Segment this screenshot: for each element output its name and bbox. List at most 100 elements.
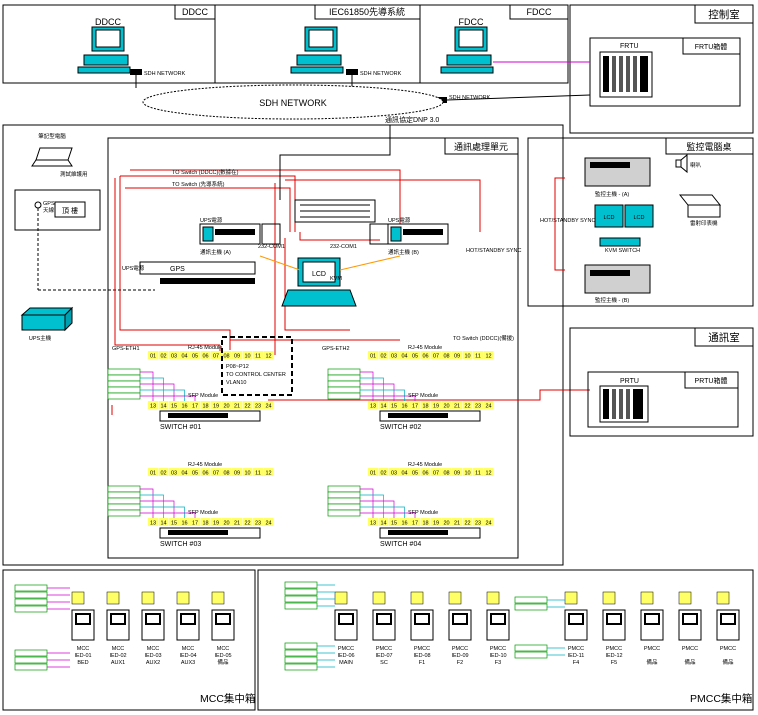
hot-standby: HOT/STANDBY SYNC bbox=[466, 248, 521, 254]
port-number: 05 bbox=[412, 354, 418, 360]
port-number: 07 bbox=[213, 471, 219, 477]
port-cell bbox=[169, 468, 179, 476]
port-number: 08 bbox=[223, 471, 229, 477]
ied-screen-inner bbox=[722, 615, 734, 623]
sfp-cell bbox=[148, 401, 158, 409]
port-cell bbox=[378, 468, 389, 476]
ied-sfp-tag bbox=[284, 642, 318, 650]
port-cell bbox=[221, 351, 232, 359]
ied-type: PMCC bbox=[682, 646, 698, 652]
port-cell bbox=[473, 468, 483, 476]
port-number: 05 bbox=[192, 471, 198, 477]
sfp-pair-tag bbox=[410, 591, 424, 605]
ied-sub: AUX1 bbox=[111, 660, 125, 666]
port-number: 11 bbox=[475, 354, 481, 360]
sfp-number: 20 bbox=[443, 521, 449, 527]
ied-screen-inner bbox=[77, 615, 89, 623]
sfp-number: 23 bbox=[475, 404, 481, 410]
sfp-number: 22 bbox=[244, 404, 250, 410]
ups-power-gps: UPS電源 bbox=[122, 264, 145, 272]
sfp-cell bbox=[410, 518, 420, 526]
sfp-cell bbox=[190, 401, 200, 409]
gps-box-label: GPS bbox=[170, 266, 185, 273]
port-cell bbox=[441, 468, 452, 476]
zone-comm-room: 通訊室 bbox=[708, 331, 740, 344]
sfp-link bbox=[360, 389, 405, 401]
frtu-cab-label: FRTU箱體 bbox=[695, 42, 728, 51]
ied-sfp-tag bbox=[284, 649, 318, 657]
port-cell bbox=[221, 468, 232, 476]
port-number: 09 bbox=[234, 471, 240, 477]
sfp-cell bbox=[368, 518, 378, 526]
po8-label: P08~P12 bbox=[226, 364, 249, 370]
sfp-link bbox=[360, 500, 395, 518]
port-number: 02 bbox=[380, 471, 386, 477]
sfp-tag bbox=[327, 368, 361, 376]
sfp-number: 13 bbox=[370, 521, 376, 527]
sfp-number: 17 bbox=[412, 404, 418, 410]
zone-pmcc: PMCC集中箱 bbox=[690, 692, 752, 705]
port-number: 07 bbox=[213, 354, 219, 360]
sfp-cell bbox=[253, 401, 263, 409]
sfp-pair-tag bbox=[486, 591, 500, 605]
ied-label: IED-01 bbox=[74, 653, 91, 659]
port-cell bbox=[242, 351, 253, 359]
com232-a: 232-COM1 bbox=[258, 244, 285, 250]
ied-sfp-tag bbox=[284, 602, 318, 610]
port-cell bbox=[158, 351, 169, 359]
ied-sub: F4 bbox=[573, 660, 579, 666]
ied-screen-inner bbox=[147, 615, 159, 623]
sfp-tag bbox=[107, 386, 141, 394]
port-number: 06 bbox=[422, 354, 428, 360]
sfp-cell bbox=[253, 518, 263, 526]
sfp-cell bbox=[420, 518, 431, 526]
sfp-link bbox=[360, 383, 395, 401]
port-number: 01 bbox=[370, 354, 376, 360]
port-number: 06 bbox=[202, 354, 208, 360]
monitor-host-a-label: 監控主機 - (A) bbox=[595, 190, 629, 198]
ups-power-a: UPS電源 bbox=[200, 216, 223, 224]
ied-area: MCCIED-01BEDMCCIED-02AUX1MCCIED-03AUX2MC… bbox=[14, 581, 740, 671]
switch-ports bbox=[388, 530, 448, 535]
port-cell bbox=[211, 468, 221, 476]
sfp-cell bbox=[399, 401, 410, 409]
switch-label: SWITCH #02 bbox=[380, 424, 421, 431]
sfp-number: 18 bbox=[202, 404, 208, 410]
gps-eth1: GPS-ETH1 bbox=[112, 346, 140, 352]
ied-sfp-tag bbox=[284, 595, 318, 603]
ied-sfp-tag bbox=[514, 596, 548, 604]
ied-sub: 備品 bbox=[646, 658, 658, 666]
kvm-switch-label: KVM SWITCH bbox=[605, 248, 640, 254]
port-cell bbox=[200, 468, 211, 476]
port-cell bbox=[148, 468, 158, 476]
port-number: 03 bbox=[391, 471, 397, 477]
sfp-link bbox=[140, 488, 154, 518]
port-number: 03 bbox=[171, 354, 177, 360]
port-number: 06 bbox=[422, 471, 428, 477]
port-cell bbox=[389, 351, 399, 359]
sfp-link bbox=[140, 494, 164, 518]
ied-screen-inner bbox=[340, 615, 352, 623]
port-number: 01 bbox=[150, 471, 156, 477]
sfp-number: 20 bbox=[223, 404, 229, 410]
sfp-tag bbox=[107, 485, 141, 493]
ied-sfp-tag bbox=[14, 605, 48, 613]
host-b bbox=[369, 223, 449, 245]
ied-label: IED-08 bbox=[413, 653, 430, 659]
ied-screen-inner bbox=[217, 615, 229, 623]
port-cell bbox=[483, 351, 494, 359]
kvm-label: KVM bbox=[330, 276, 342, 282]
sfp-tag bbox=[107, 497, 141, 505]
sfp-pair-tag bbox=[141, 591, 155, 605]
port-cell bbox=[179, 351, 190, 359]
sfp-number: 24 bbox=[485, 404, 491, 410]
port-number: 03 bbox=[391, 354, 397, 360]
ied-sub: AUX2 bbox=[146, 660, 160, 666]
sfp-number: 15 bbox=[171, 404, 177, 410]
ied-sfp-tag bbox=[284, 656, 318, 664]
speaker-icon bbox=[675, 153, 688, 174]
ied-label: IED-02 bbox=[109, 653, 126, 659]
port-number: 02 bbox=[160, 471, 166, 477]
